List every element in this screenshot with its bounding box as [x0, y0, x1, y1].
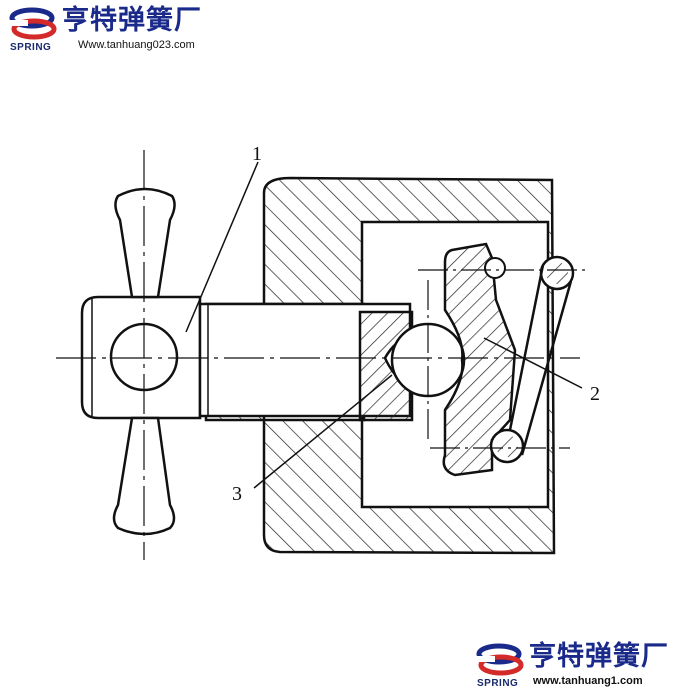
plunger [442, 242, 517, 477]
spring-logo-icon: SPRING [8, 6, 62, 56]
callout-2: 2 [590, 383, 600, 405]
leader-3 [253, 374, 393, 489]
header-logo: SPRING 亨特弹簧厂 Www.tanhuang023.com [8, 6, 202, 56]
logo-spring-text: SPRING [10, 42, 52, 53]
handle-blade-top [114, 187, 176, 299]
company-url[interactable]: www.tanhuang1.com [533, 675, 643, 687]
company-name: 亨特弹簧厂 [529, 641, 669, 672]
callout-3: 3 [232, 483, 242, 505]
callout-1: 1 [252, 143, 262, 165]
spring-wire [508, 264, 573, 456]
center-lines [56, 150, 585, 560]
logo-spring-text: SPRING [477, 678, 519, 689]
leader-1 [185, 161, 259, 333]
leader-2 [483, 337, 583, 389]
spring-logo-icon: SPRING [475, 642, 529, 692]
company-name: 亨特弹簧厂 [62, 5, 202, 36]
spring-coil-top-small [484, 257, 506, 279]
footer-logo: SPRING 亨特弹簧厂 www.tanhuang1.com [475, 642, 669, 692]
company-url[interactable]: Www.tanhuang023.com [78, 39, 195, 51]
